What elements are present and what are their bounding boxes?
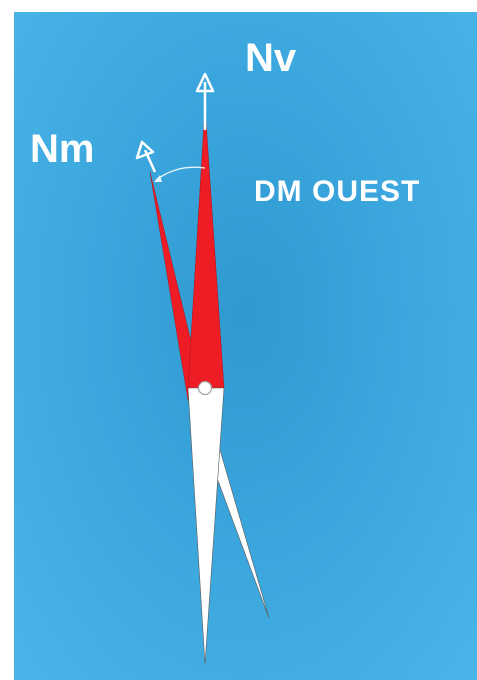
true-needle-north	[188, 107, 224, 388]
true-needle-south	[188, 388, 224, 664]
needle-pivot	[199, 382, 212, 395]
magnetic-north-label: Nm	[30, 129, 94, 169]
declination-diagram-panel: Nv Nm DM OUEST	[14, 12, 477, 680]
declination-angle-arc	[156, 167, 205, 180]
declination-label: DM OUEST	[254, 177, 420, 207]
true-north-label: Nv	[245, 38, 296, 78]
compass-diagram	[14, 12, 477, 680]
